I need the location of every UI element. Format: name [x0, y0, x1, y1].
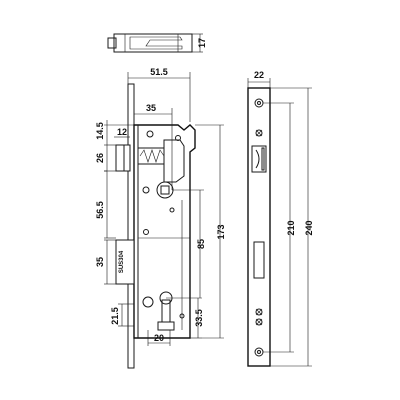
faceplate-view: 22 210 240 [247, 70, 314, 367]
dim-cylinder-offset: 21.5 [110, 307, 120, 325]
dim-faceplate-height: 240 [304, 220, 314, 235]
dim-body-height: 173 [216, 224, 226, 239]
top-view-inner-profile [129, 36, 183, 50]
latch-spring [139, 149, 165, 163]
dim-latch-height: 26 [95, 153, 105, 163]
top-view-body [113, 33, 193, 53]
top-view: 17 [107, 33, 207, 53]
faceplate-screw-bottom [254, 347, 264, 357]
faceplate-bolt-opening [253, 241, 265, 279]
dim-faceplate-width: 22 [254, 70, 264, 80]
spindle-square [160, 185, 170, 195]
stamp-material: SUS304 [119, 250, 125, 273]
lock-case [133, 124, 196, 339]
lock-body-front-view: 51.5 35 12 14.5 26 [95, 67, 226, 369]
dim-latch-width: 12 [117, 127, 127, 137]
dim-bolt-height: 35 [95, 257, 105, 267]
spindle-hub [156, 181, 174, 199]
latch-lever [163, 139, 185, 183]
dim-backset: 35 [146, 103, 156, 113]
dim-screw-spacing: 210 [286, 220, 296, 235]
faceplate [247, 87, 271, 367]
latch-bolt [115, 144, 131, 172]
faceplate-latch-opening [251, 145, 267, 173]
dim-cylinder-drop: 33.5 [194, 309, 204, 327]
deadbolt [115, 239, 135, 285]
dim-center-distance: 85 [196, 239, 206, 249]
dim-body-width: 51.5 [150, 67, 168, 77]
dim-cylinder-width: 20 [154, 333, 164, 343]
dim-latch-offset: 14.5 [95, 122, 105, 140]
front-plate-edge [127, 83, 135, 369]
dim-spindle-drop: 56.5 [95, 201, 105, 219]
top-view-latch-stub [107, 37, 117, 49]
dim-top-depth: 17 [197, 38, 207, 48]
faceplate-screw-top [254, 98, 264, 108]
